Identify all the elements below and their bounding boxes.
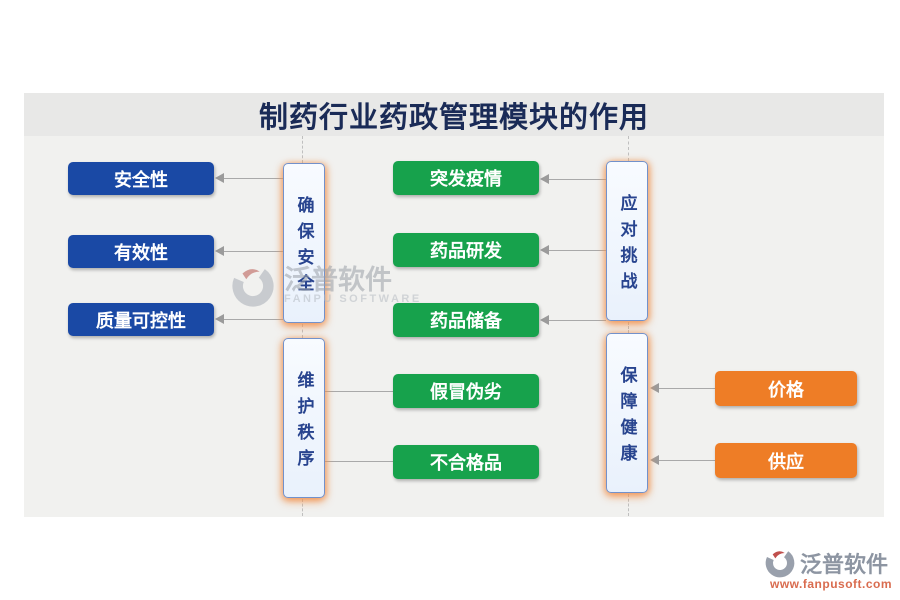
hub-meet-challenges-label: 应对挑战	[617, 193, 637, 298]
dashed-guide-left-bottom	[302, 499, 303, 516]
node-drug-reserve: 药品储备	[393, 303, 539, 337]
title-bar: 制药行业药政管理模块的作用	[24, 93, 884, 136]
dashed-guide-right-mid	[628, 322, 629, 333]
arrow-line-meet-challenges-to-drug-rnd	[549, 250, 606, 251]
node-safety: 安全性	[68, 162, 214, 195]
connector-maintain-order-to-nonconforming	[325, 461, 393, 462]
connector-maintain-order-to-counterfeit	[325, 391, 393, 392]
dashed-guide-right-bottom	[628, 494, 629, 516]
dashed-guide-right-top	[628, 136, 629, 161]
arrow-line-supply-to-protect-health	[659, 460, 715, 461]
hub-meet-challenges: 应对挑战	[606, 161, 648, 321]
node-effectiveness: 有效性	[68, 235, 214, 268]
node-supply: 供应	[715, 443, 857, 478]
node-price: 价格	[715, 371, 857, 406]
arrow-line-ensure-safety-to-safety	[224, 178, 283, 179]
page-title: 制药行业药政管理模块的作用	[258, 101, 649, 134]
arrowhead-to-drug-reserve	[540, 315, 549, 325]
node-counterfeit: 假冒伪劣	[393, 374, 539, 408]
arrowhead-to-safety	[215, 173, 224, 183]
arrow-line-ensure-safety-to-effectiveness	[224, 251, 283, 252]
node-drug-rnd: 药品研发	[393, 233, 539, 267]
arrowhead-to-effectiveness	[215, 246, 224, 256]
hub-protect-health-label: 保障健康	[617, 365, 637, 470]
arrow-line-ensure-safety-to-quality-control	[224, 319, 283, 320]
arrowhead-to-epidemic	[540, 174, 549, 184]
node-nonconforming: 不合格品	[393, 445, 539, 479]
node-quality-control: 质量可控性	[68, 303, 214, 336]
dashed-guide-left-mid	[302, 324, 303, 338]
arrowhead-from-supply	[650, 455, 659, 465]
hub-protect-health: 保障健康	[606, 333, 648, 493]
hub-ensure-safety: 确保安全	[283, 163, 325, 323]
dashed-guide-left-top	[302, 136, 303, 163]
brand-name: 泛普软件	[800, 552, 889, 577]
fanpu-logo-icon-small	[765, 548, 795, 578]
hub-maintain-order: 维护秩序	[283, 338, 325, 498]
hub-ensure-safety-label: 确保安全	[294, 195, 314, 300]
arrowhead-to-drug-rnd	[540, 245, 549, 255]
arrow-line-price-to-protect-health	[659, 388, 715, 389]
arrowhead-from-price	[650, 383, 659, 393]
arrow-line-meet-challenges-to-drug-reserve	[549, 320, 606, 321]
brand-footer: 泛普软件 www.fanpusoft.com	[764, 547, 892, 591]
brand-url: www.fanpusoft.com	[770, 577, 893, 591]
hub-maintain-order-label: 维护秩序	[294, 370, 314, 475]
node-epidemic: 突发疫情	[393, 161, 539, 195]
arrowhead-to-quality-control	[215, 314, 224, 324]
arrow-line-meet-challenges-to-epidemic	[549, 179, 606, 180]
